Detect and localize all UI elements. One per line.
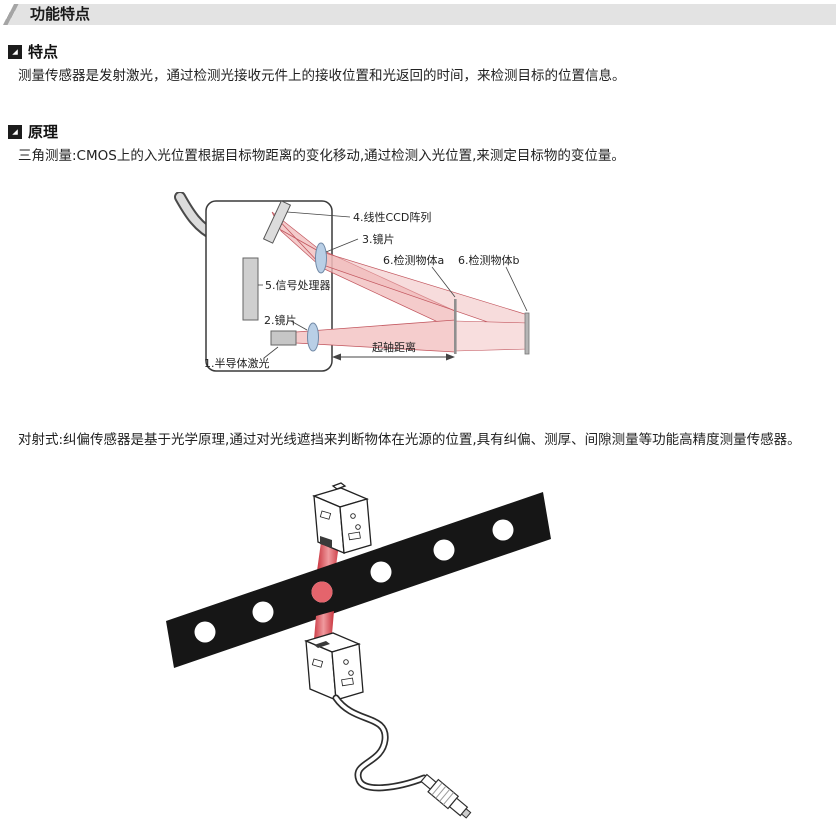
marker-glyph-icon — [8, 44, 22, 59]
receiver-aperture — [314, 641, 330, 648]
marker-glyph-icon — [8, 124, 22, 139]
receiver-sensor — [304, 632, 364, 702]
triangulation-paragraph: 三角测量:CMOS上的入光位置根据目标物距离的变化移动,通过检测入光位置,来测定… — [18, 148, 625, 164]
laser-diode — [270, 330, 297, 346]
label-processor: 5.信号处理器 — [265, 279, 331, 292]
indicator-led-icon — [343, 659, 349, 665]
film-hole — [194, 621, 216, 643]
label-laser: 1.半导体激光 — [204, 356, 270, 370]
receiver-cable — [332, 694, 428, 792]
receiver-side-face — [331, 643, 364, 701]
sensor-label-mark — [319, 510, 332, 520]
object-a — [454, 299, 457, 354]
section-heading-principle: 原理 — [8, 121, 58, 142]
beam-through-hole — [311, 581, 333, 603]
film-hole — [492, 519, 514, 541]
signal-processor — [242, 257, 259, 321]
film-hole — [433, 539, 455, 561]
indicator-led-icon — [355, 524, 361, 530]
return-beams — [271, 211, 529, 337]
label-object-a: 6.检测物体a — [383, 253, 444, 267]
features-paragraph: 测量传感器是发射激光，通过检测光接收元件上的接收位置和光返回的时间，来检测目标的… — [18, 68, 626, 84]
indicator-led-icon — [348, 670, 354, 676]
page-header-bar: 功能特点 — [0, 4, 836, 25]
sensor-label-mark — [348, 531, 361, 541]
sensor-label-mark — [311, 658, 324, 668]
principle-title: 原理 — [28, 123, 59, 141]
film-strip — [166, 492, 551, 668]
page-title: 功能特点 — [30, 5, 91, 23]
through-beam-diagram — [166, 482, 551, 819]
object-b — [524, 312, 530, 355]
emitter-sensor — [312, 482, 372, 555]
label-ccd: 4.线性CCD阵列 — [353, 210, 431, 224]
section-marker-icon — [8, 44, 22, 59]
header-fold-decoration-icon — [0, 4, 26, 25]
label-object-b: 6.检测物体b — [458, 253, 519, 267]
label-lens-receive: 3.镜片 — [362, 232, 395, 246]
emit-lens — [307, 322, 319, 352]
indicator-led-icon — [350, 513, 356, 519]
triangulation-diagram: 4.线性CCD阵列 3.镜片 6.检测物体a 6.检测物体b 5.信号处理器 2… — [174, 192, 530, 372]
section-marker-icon — [8, 124, 22, 139]
linear-ccd-array — [262, 200, 292, 244]
axis-distance-dimension: 起轴距离 — [332, 340, 455, 361]
features-title: 特点 — [28, 43, 59, 61]
through-beam-paragraph: 对射式:纠偏传感器是基于光学原理,通过对光线遮挡来判断物体在光源的位置,具有纠偏… — [18, 432, 801, 448]
label-axis-distance: 起轴距离 — [372, 340, 416, 354]
film-hole — [252, 601, 274, 623]
cable-connector — [420, 773, 472, 819]
film-hole — [370, 561, 392, 583]
receive-lens — [315, 242, 327, 274]
section-heading-features: 特点 — [8, 41, 58, 62]
sensor-label-mark — [341, 677, 354, 687]
leader-lines — [258, 211, 528, 359]
emitter-aperture — [320, 536, 332, 548]
label-lens-emit: 2.镜片 — [264, 313, 297, 327]
